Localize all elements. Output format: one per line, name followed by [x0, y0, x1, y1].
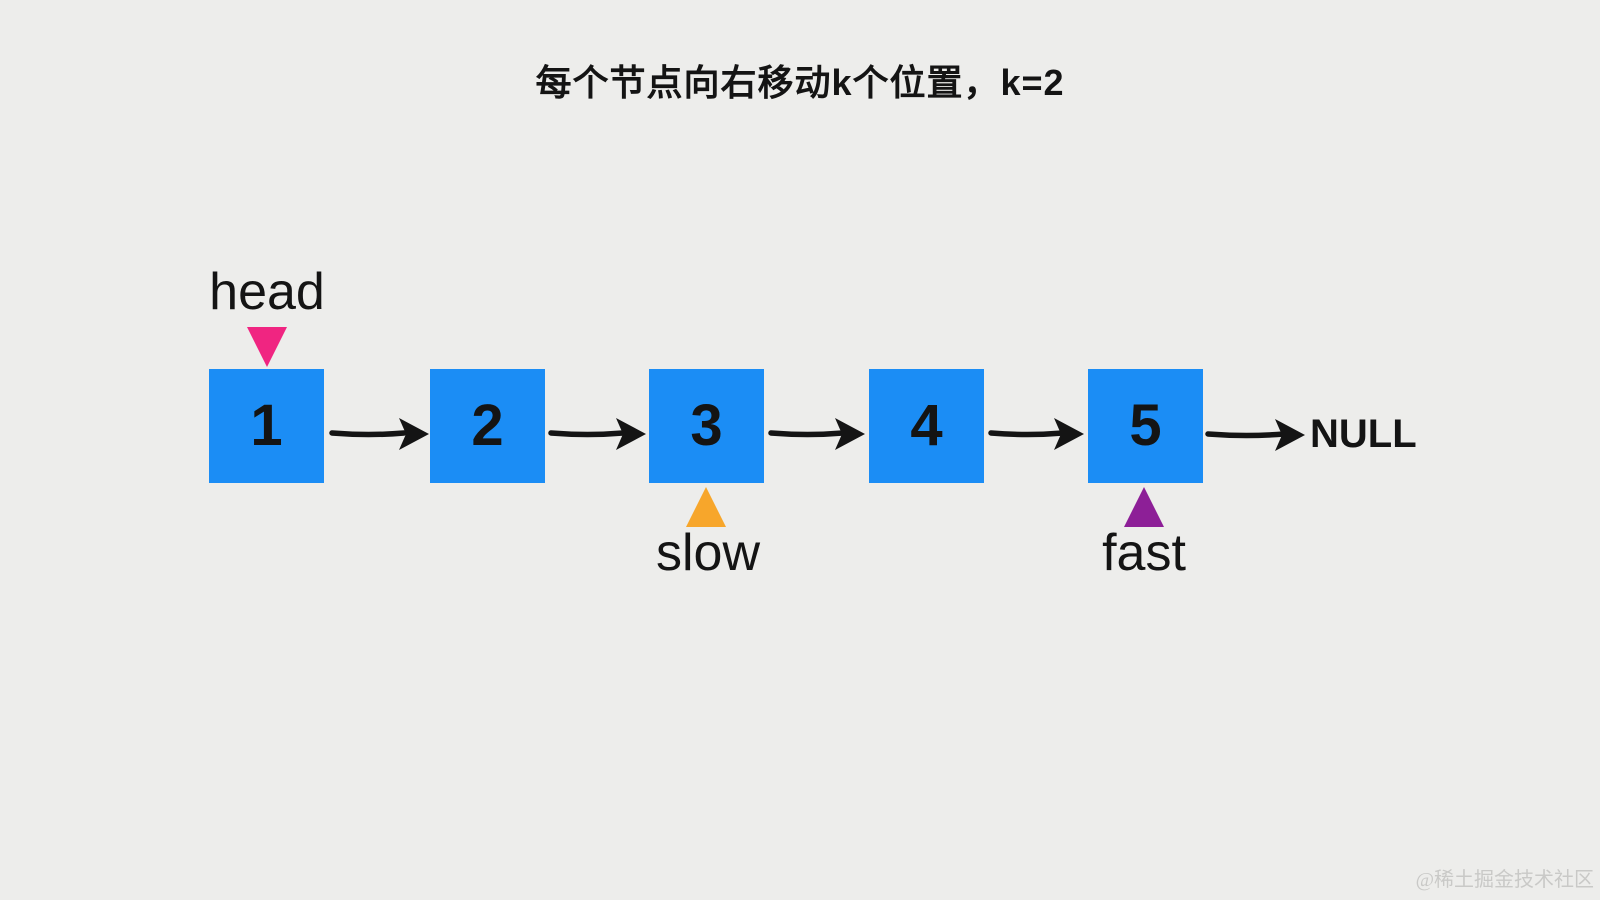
slow-pointer-label: slow [655, 524, 761, 582]
node-value: 3 [690, 393, 723, 458]
next-arrow-shaft [329, 430, 407, 438]
node-value: 1 [250, 393, 283, 458]
list-node: 1 [209, 369, 324, 483]
list-node: 3 [649, 369, 764, 483]
next-arrow-shaft [548, 430, 626, 438]
null-terminator-label: NULL [1310, 412, 1417, 456]
next-arrow-head-icon [1054, 418, 1084, 450]
next-arrow-shaft [1205, 431, 1287, 439]
list-node: 4 [869, 369, 984, 483]
next-arrow-shaft [768, 430, 846, 438]
next-arrow-head-icon [399, 418, 429, 450]
next-arrow-head-icon [616, 418, 646, 450]
next-arrow-head-icon [1275, 419, 1305, 451]
diagram-title: 每个节点向右移动k个位置，k=2 [535, 62, 1065, 103]
head-pointer-label: head [209, 263, 325, 321]
fast-pointer-label: fast [1102, 524, 1186, 582]
fast-triangle-icon [1124, 487, 1164, 527]
watermark: @稀土掘金技术社区 [1415, 869, 1594, 891]
list-node: 5 [1088, 369, 1203, 483]
slow-triangle-icon [686, 487, 726, 527]
list-node: 2 [430, 369, 545, 483]
next-arrow-head-icon [835, 418, 865, 450]
node-value: 5 [1129, 393, 1162, 458]
head-triangle-icon [247, 327, 287, 367]
node-value: 4 [910, 393, 943, 458]
next-arrow-shaft [988, 430, 1066, 438]
node-value: 2 [471, 393, 504, 458]
